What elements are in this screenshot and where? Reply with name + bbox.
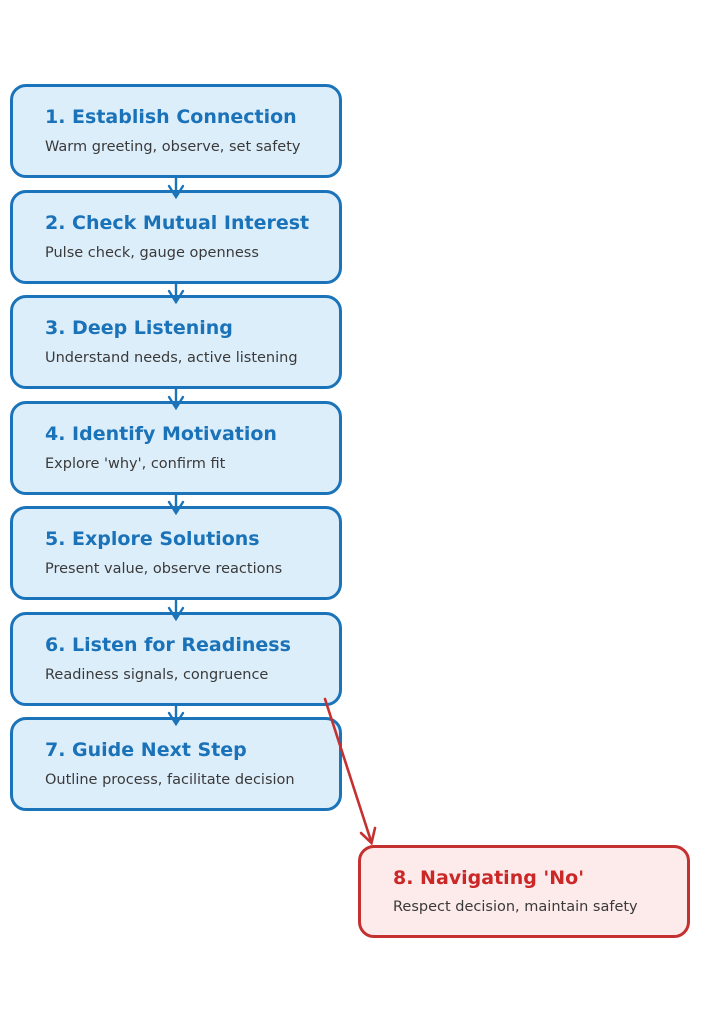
step-subtitle: Pulse check, gauge openness bbox=[45, 244, 259, 261]
step-title: 2. Check Mutual Interest bbox=[45, 212, 310, 235]
step-box-deep-listening: 3. Deep Listening Understand needs, acti… bbox=[10, 295, 342, 389]
step-title: 7. Guide Next Step bbox=[45, 739, 247, 762]
step-subtitle: Present value, observe reactions bbox=[45, 560, 283, 577]
step-box-check-mutual-interest: 2. Check Mutual Interest Pulse check, ga… bbox=[10, 190, 342, 284]
step-subtitle: Respect decision, maintain safety bbox=[393, 899, 638, 916]
step-title: 6. Listen for Readiness bbox=[45, 634, 291, 657]
step-box-guide-next-step: 7. Guide Next Step Outline process, faci… bbox=[10, 717, 342, 811]
step-subtitle: Explore 'why', confirm fit bbox=[45, 455, 226, 472]
step-subtitle: Readiness signals, congruence bbox=[45, 666, 269, 683]
step-subtitle: Outline process, facilitate decision bbox=[45, 771, 295, 788]
step-box-establish-connection: 1. Establish Connection Warm greeting, o… bbox=[10, 84, 342, 178]
step-subtitle: Understand needs, active listening bbox=[45, 349, 298, 366]
step-subtitle: Warm greeting, observe, set safety bbox=[45, 138, 301, 155]
step-box-explore-solutions: 5. Explore Solutions Present value, obse… bbox=[10, 506, 342, 600]
step-title: 1. Establish Connection bbox=[45, 106, 297, 129]
step-box-identify-motivation: 4. Identify Motivation Explore 'why', co… bbox=[10, 401, 342, 495]
step-title: 8. Navigating 'No' bbox=[393, 866, 585, 889]
step-box-navigating-no: 8. Navigating 'No' Respect decision, mai… bbox=[358, 845, 690, 938]
step-title: 5. Explore Solutions bbox=[45, 528, 260, 551]
step-title: 3. Deep Listening bbox=[45, 317, 233, 340]
step-box-listen-for-readiness: 6. Listen for Readiness Readiness signal… bbox=[10, 612, 342, 706]
step-title: 4. Identify Motivation bbox=[45, 423, 277, 446]
